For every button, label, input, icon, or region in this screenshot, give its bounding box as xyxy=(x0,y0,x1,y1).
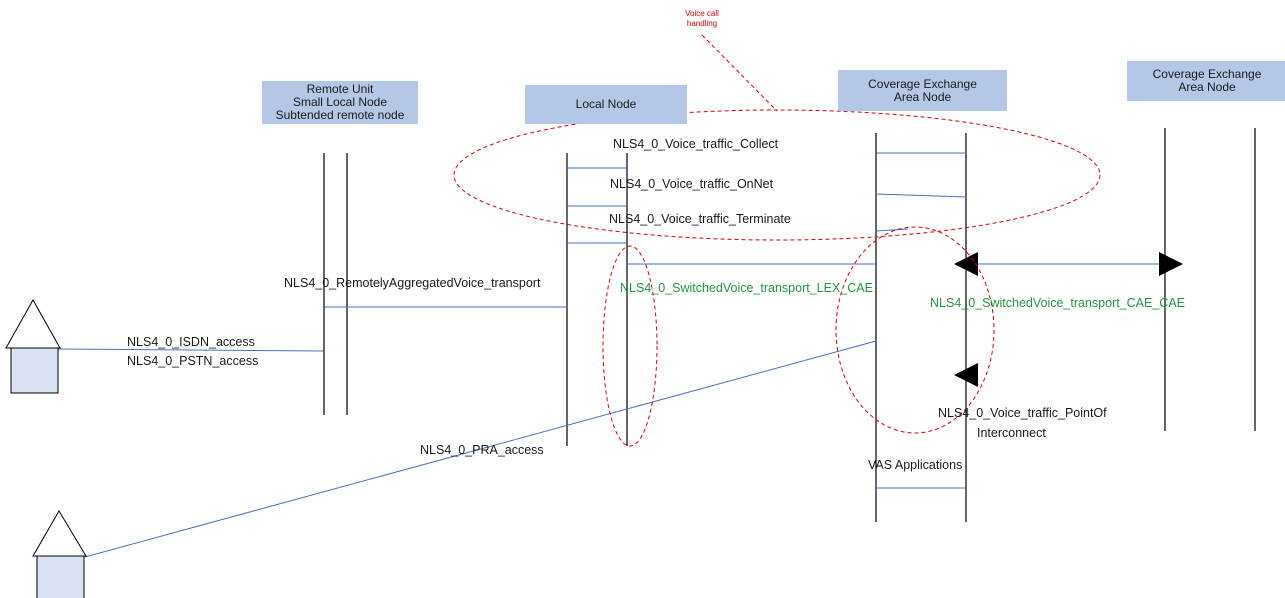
label-voice-collect: NLS4_0_Voice_traffic_Collect xyxy=(613,137,779,151)
label-pra-access: NLS4_0_PRA_access xyxy=(420,443,544,457)
arrow-right-icon xyxy=(1159,252,1183,276)
highlights xyxy=(453,34,1101,447)
node-remote-unit: Remote Unit Small Local Node Subtended r… xyxy=(262,81,418,124)
label-pstn-access: NLS4_0_PSTN_access xyxy=(127,354,259,368)
arrow-left-icon-poi xyxy=(954,363,978,387)
flow-cea-onnet xyxy=(875,193,967,198)
house-icon-upper xyxy=(5,298,61,394)
label-remotely-aggregated: NLS4_0_RemotelyAggregatedVoice_transport xyxy=(284,276,541,290)
house-icon-lower xyxy=(32,510,87,598)
flow-pra-access xyxy=(84,340,877,558)
label-switched-cae-cae: NLS4_0_SwitchedVoice_transport_CAE_CAE xyxy=(930,296,1186,310)
flow-cea-terminate xyxy=(875,228,909,232)
flow-access-upper xyxy=(57,348,325,352)
flow-lines xyxy=(57,152,1165,558)
node-cea-2: Coverage Exchange Area Node xyxy=(1127,61,1285,101)
node-cea-1: Coverage Exchange Area Node xyxy=(838,70,1007,111)
lifelines xyxy=(323,128,1256,522)
label-poi-line1: NLS4_0_Voice_traffic_PointOf xyxy=(938,406,1107,420)
node-local: Local Node xyxy=(525,85,687,124)
label-poi-line2: Interconnect xyxy=(977,426,1046,440)
cae-ellipse xyxy=(835,226,995,434)
voice-call-handling-ellipse xyxy=(453,109,1101,241)
label-switched-lex-cae: NLS4_0_SwitchedVoice_transport_LEX_CAE xyxy=(620,281,873,295)
note-leader xyxy=(701,34,778,112)
label-isdn-access: NLS4_0_ISDN_access xyxy=(127,335,255,349)
label-vas-applications: VAS Applications xyxy=(868,458,963,472)
voice-call-handling-note: Voice call handling xyxy=(685,9,719,28)
label-voice-terminate: NLS4_0_Voice_traffic_Terminate xyxy=(609,212,791,226)
lex-cae-ellipse xyxy=(602,245,658,447)
label-voice-onnet: NLS4_0_Voice_traffic_OnNet xyxy=(610,177,774,191)
